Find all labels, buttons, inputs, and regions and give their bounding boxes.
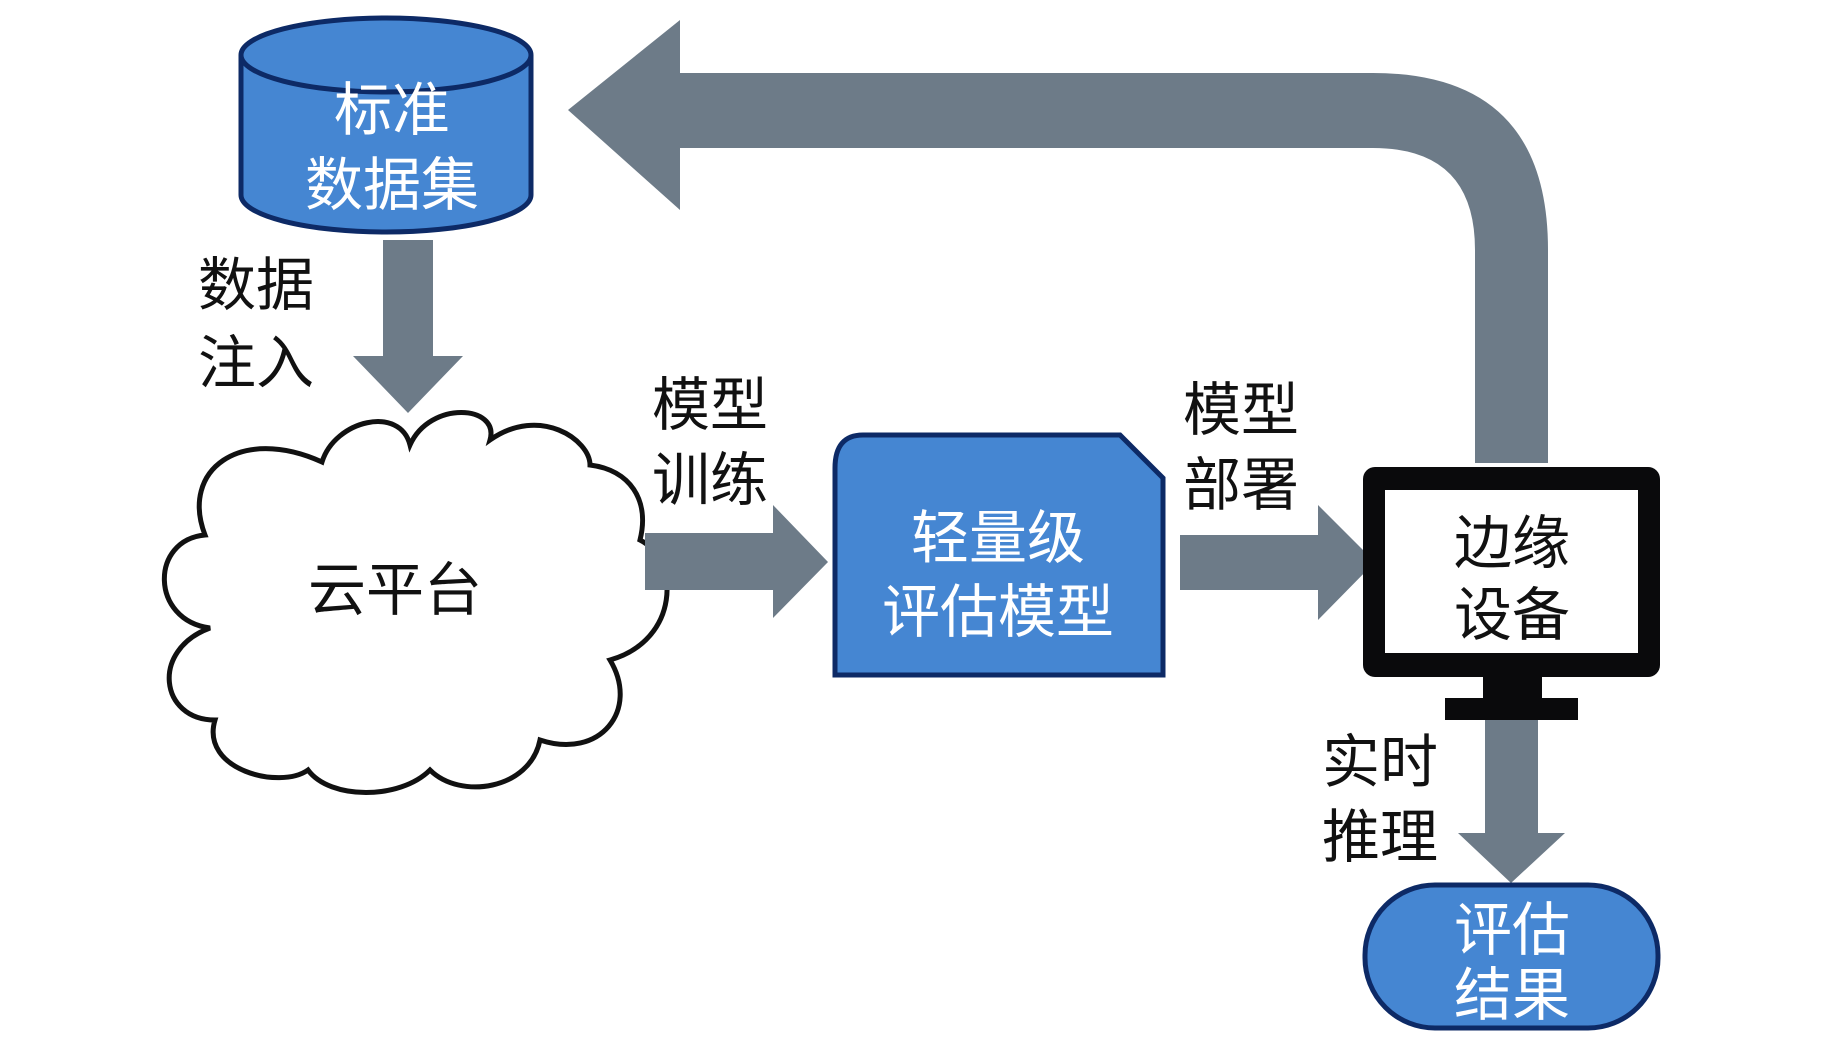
model-deployment-label-line2: 部署 <box>1183 451 1299 519</box>
result-label-line1: 评估 <box>1454 896 1570 964</box>
dataset-label-line1: 标准 <box>334 76 450 144</box>
result-label-line2: 结果 <box>1454 961 1570 1029</box>
result-capsule <box>1362 882 1661 1031</box>
model-label-line1: 轻量级 <box>911 504 1085 572</box>
edge-device-node[interactable]: 边缘 设备 <box>1363 467 1660 720</box>
cloud-node[interactable]: 云平台 <box>161 410 670 795</box>
dataset-cylinder-top <box>238 15 534 95</box>
monitor-neck <box>1483 675 1542 700</box>
model-training-label-line1: 模型 <box>652 371 768 439</box>
feedback-arrow <box>568 20 1548 463</box>
model-training-label-line2: 训练 <box>652 446 768 514</box>
cloud-label: 云平台 <box>308 556 482 624</box>
model-training-arrow <box>645 505 828 618</box>
data-injection-label-line2: 注入 <box>198 329 314 397</box>
model-box <box>832 432 1166 678</box>
realtime-inference-arrow <box>1458 720 1565 883</box>
device-label-line1: 边缘 <box>1454 509 1570 577</box>
data-injection-label-line1: 数据 <box>198 251 314 319</box>
device-label-line2: 设备 <box>1454 581 1570 649</box>
model-label-line2: 评估模型 <box>882 578 1114 646</box>
realtime-inference-label-line1: 实时 <box>1322 728 1438 796</box>
cloud-shape <box>161 410 670 795</box>
monitor-screen <box>1385 490 1638 653</box>
dataset-cylinder-body <box>238 55 534 235</box>
dataset-node[interactable]: 标准 数据集 <box>238 15 534 235</box>
dataset-label-line2: 数据集 <box>305 151 479 219</box>
monitor-base <box>1445 698 1578 720</box>
model-deployment-label-line1: 模型 <box>1183 376 1299 444</box>
result-node[interactable]: 评估 结果 <box>1362 882 1661 1031</box>
model-node[interactable]: 轻量级 评估模型 <box>832 432 1166 678</box>
realtime-inference-label-line2: 推理 <box>1322 803 1438 871</box>
data-injection-arrow <box>353 240 463 413</box>
model-deployment-arrow <box>1180 505 1375 620</box>
